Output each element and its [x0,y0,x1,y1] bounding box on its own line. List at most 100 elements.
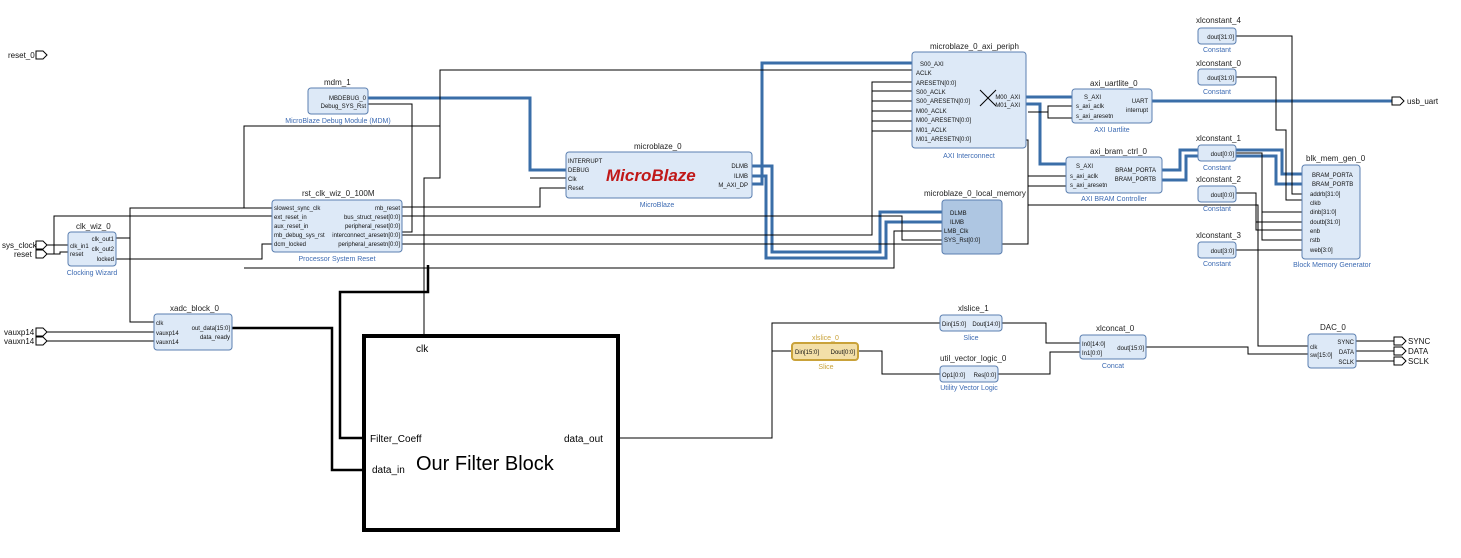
pin-xadc-clk: clk [156,321,164,327]
block-slice1-title: xlslice_1 [958,304,989,313]
block-mdm[interactable]: mdm_1 MBDEBUG_0 Debug_SYS_Rst MicroBlaze… [285,78,390,125]
net-c1 [1236,152,1304,213]
block-bram-caption: AXI BRAM Controller [1081,196,1147,203]
port-sys-clock[interactable] [35,240,48,250]
port-reset-0[interactable] [35,50,48,60]
block-c3-title: xlconstant_3 [1196,231,1241,240]
block-c4-body[interactable] [1197,27,1237,45]
block-bram-ctrl[interactable]: axi_bram_ctrl_0 S_AXI s_axi_aclk s_axi_a… [1065,147,1163,203]
block-xlconstant-3[interactable]: xlconstant_3 dout[3:0] Constant [1196,231,1241,268]
port-vauxp14[interactable] [35,327,48,337]
pin-debug: DEBUG [568,168,590,174]
pin-clk-in1: clk_in1 [70,244,89,250]
port-vauxn14[interactable] [35,336,48,346]
port-sclk-label: SCLK [1408,357,1430,366]
block-uvl-body[interactable] [939,365,999,383]
net-uvl-out [998,351,1080,375]
block-rst-caption: Processor System Reset [298,256,375,263]
pin-rstb: rstb [1310,238,1321,244]
port-reset[interactable] [35,249,48,259]
block-xlconstant-4[interactable]: xlconstant_4 dout[31:0] Constant [1196,16,1241,54]
block-dac-body[interactable] [1307,333,1357,369]
pin-s00-aresetn: S00_ARESETN[0:0] [916,99,970,105]
pin-concat-dout: dout[15:0] [1117,346,1144,352]
block-uart-body[interactable] [1071,88,1153,124]
block-microblaze[interactable]: microblaze_0 INTERRUPT DEBUG Clk Reset M… [565,142,753,209]
block-util-vector-logic[interactable]: util_vector_logic_0 Op1[0:0] Res[0:0] Ut… [939,354,1007,392]
block-xlconstant-2[interactable]: xlconstant_2 dout[0:0] Constant [1196,175,1241,213]
net-clk-lmem [244,230,944,269]
block-c1-body[interactable] [1197,144,1237,162]
pin-m01-aclk: M01_ACLK [916,128,947,134]
block-rst-body[interactable] [271,199,403,253]
block-local-memory[interactable]: microblaze_0_local_memory DLMB ILMB LMB_… [924,189,1026,255]
pin-bram-porta: BRAM_PORTA [1115,168,1156,174]
block-xlslice-1[interactable]: xlslice_1 Din[15:0] Dout[14:0] Slice [939,304,1003,342]
pin-mb-reset-in: Reset [568,186,584,192]
pin-uvl-res: Res[0:0] [974,373,997,379]
block-axi-periph[interactable]: microblaze_0_axi_periph S00_AXI ACLK ARE… [911,42,1027,160]
block-c2-caption: Constant [1203,206,1231,213]
block-bmg-body[interactable] [1301,164,1361,260]
net-m-axi-dp [752,61,918,186]
pin-lmem-ilmb: ILMB [950,220,964,226]
block-c2-body[interactable] [1197,185,1237,203]
block-uvl-title: util_vector_logic_0 [940,354,1007,363]
block-rst[interactable]: rst_clk_wiz_0_100M slowest_sync_clk ext_… [271,189,403,263]
block-slice1-body[interactable] [939,314,1003,332]
microblaze-logo: MicroBlaze [606,166,696,185]
block-mdm-body[interactable] [307,87,369,115]
pin-dac-sclk: SCLK [1338,360,1354,366]
net-slice0-out [858,350,940,375]
block-rst-title: rst_clk_wiz_0_100M [302,189,375,198]
pin-clkb: clkb [1310,201,1321,207]
port-sync[interactable] [1393,336,1407,346]
block-xadc[interactable]: xadc_block_0 clk vauxp14 vauxn14 out_dat… [153,304,233,351]
block-xadc-body[interactable] [153,313,233,351]
port-usb-uart[interactable] [1391,96,1405,106]
filter-pin-coeff: Filter_Coeff [370,434,422,445]
block-mdm-title: mdm_1 [324,78,351,87]
net-bus-struct-rst [402,215,944,241]
block-mb-body[interactable] [565,151,753,199]
block-uartlite[interactable]: axi_uartlite_0 S_AXI s_axi_aclk s_axi_ar… [1071,79,1153,134]
block-our-filter[interactable]: clk Filter_Coeff data_in data_out Our Fi… [362,334,620,532]
net-m01-axi [1024,102,1066,166]
block-concat-body[interactable] [1079,334,1147,360]
net-bmg-misc [1255,212,1304,241]
block-slice0-body[interactable] [791,342,859,361]
block-c3-body[interactable] [1197,241,1237,259]
pin-dcm-locked: dcm_locked [274,242,306,248]
pin-dac-sw: sw[15:0] [1310,353,1333,359]
pin-lmb-clk: LMB_Clk [944,229,969,235]
block-concat-caption: Concat [1102,363,1124,370]
block-xlconcat[interactable]: xlconcat_0 In0[14:0] In1[0:0] dout[15:0]… [1079,324,1147,370]
block-filter-body[interactable] [362,334,620,532]
block-c0-caption: Constant [1203,89,1231,96]
pin-sys-rst: SYS_Rst[0:0] [944,238,980,244]
block-concat-title: xlconcat_0 [1096,324,1135,333]
pin-mbdebug: MBDEBUG_0 [329,96,367,102]
block-bram-body[interactable] [1065,156,1163,194]
block-clk-body[interactable] [67,231,117,267]
block-xlconstant-1[interactable]: xlconstant_1 dout[0:0] Constant [1196,134,1241,172]
block-c4-title: xlconstant_4 [1196,16,1241,25]
pin-xadc-vauxp14: vauxp14 [156,331,179,337]
block-clk-wiz[interactable]: clk_wiz_0 clk_in1 reset clk_out1 clk_out… [67,222,118,277]
port-sclk[interactable] [1393,356,1407,366]
block-axip-body[interactable] [911,51,1027,149]
block-dac[interactable]: DAC_0 clk sw[15:0] SYNC DATA SCLK [1307,323,1357,369]
block-xlconstant-0[interactable]: xlconstant_0 dout[31:0] Constant [1196,59,1241,96]
pin-dac-sync: SYNC [1337,340,1354,346]
port-vauxn14-label: vauxn14 [4,337,35,346]
pin-c1-dout: dout[0:0] [1211,152,1235,158]
port-data[interactable] [1393,346,1407,356]
block-axip-title: microblaze_0_axi_periph [930,42,1019,51]
block-c0-body[interactable] [1197,68,1237,86]
block-lmem-body[interactable] [941,199,1003,255]
net-uart-clk [1028,105,1074,119]
block-xlslice-0[interactable]: xlslice_0 Din[15:0] Dout[0:0] Slice [791,335,859,371]
block-blk-mem-gen[interactable]: blk_mem_gen_0 BRAM_PORTA BRAM_PORTB addr… [1293,154,1371,269]
pin-clk-out2: clk_out2 [92,247,115,253]
